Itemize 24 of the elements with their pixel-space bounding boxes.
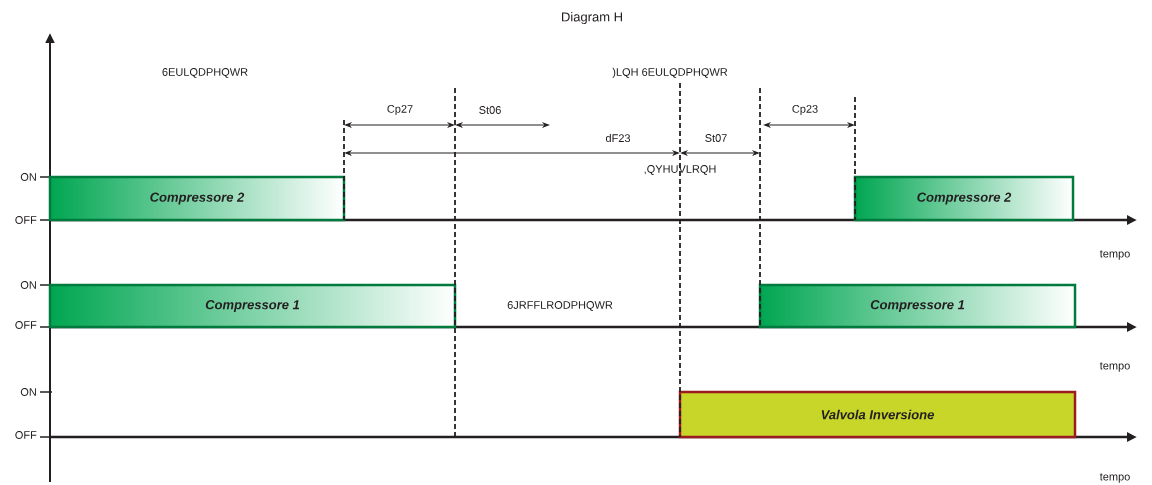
- state-bar: Compressore 1: [758, 283, 1077, 329]
- state-bar: Compressore 1: [48, 283, 457, 329]
- state-bar: Compressore 2: [48, 175, 346, 222]
- dimension-label: St07: [705, 134, 727, 142]
- phase-label: ,QYHUVLRQH: [644, 165, 716, 175]
- dimension-label: St06: [479, 106, 501, 114]
- state-bar: Valvola Inversione: [678, 390, 1077, 439]
- axis-label: OFF: [15, 431, 37, 439]
- dimension-label: Cp23: [792, 105, 818, 115]
- phase-label: 6JRFFLRODPHQWR: [507, 301, 613, 311]
- diagram-title: Diagram H: [562, 11, 622, 25]
- phase-label: 6EULQDPHQWR: [162, 68, 248, 78]
- axis-label: OFF: [15, 321, 37, 329]
- axis-label: tempo: [1099, 362, 1130, 372]
- phase-label: )LQH 6EULQDPHQWR: [612, 67, 728, 79]
- dimension-label: Cp27: [387, 105, 413, 115]
- axis-label: ON: [20, 173, 36, 181]
- state-bar: Compressore 2: [853, 175, 1075, 222]
- axis-label: tempo: [1099, 473, 1130, 483]
- axis-label: OFF: [15, 216, 37, 224]
- dimension-label: dF23: [605, 133, 631, 143]
- axis-label: tempo: [1099, 250, 1130, 260]
- axis-label: ON: [20, 281, 36, 289]
- axis-label: ON: [20, 388, 36, 396]
